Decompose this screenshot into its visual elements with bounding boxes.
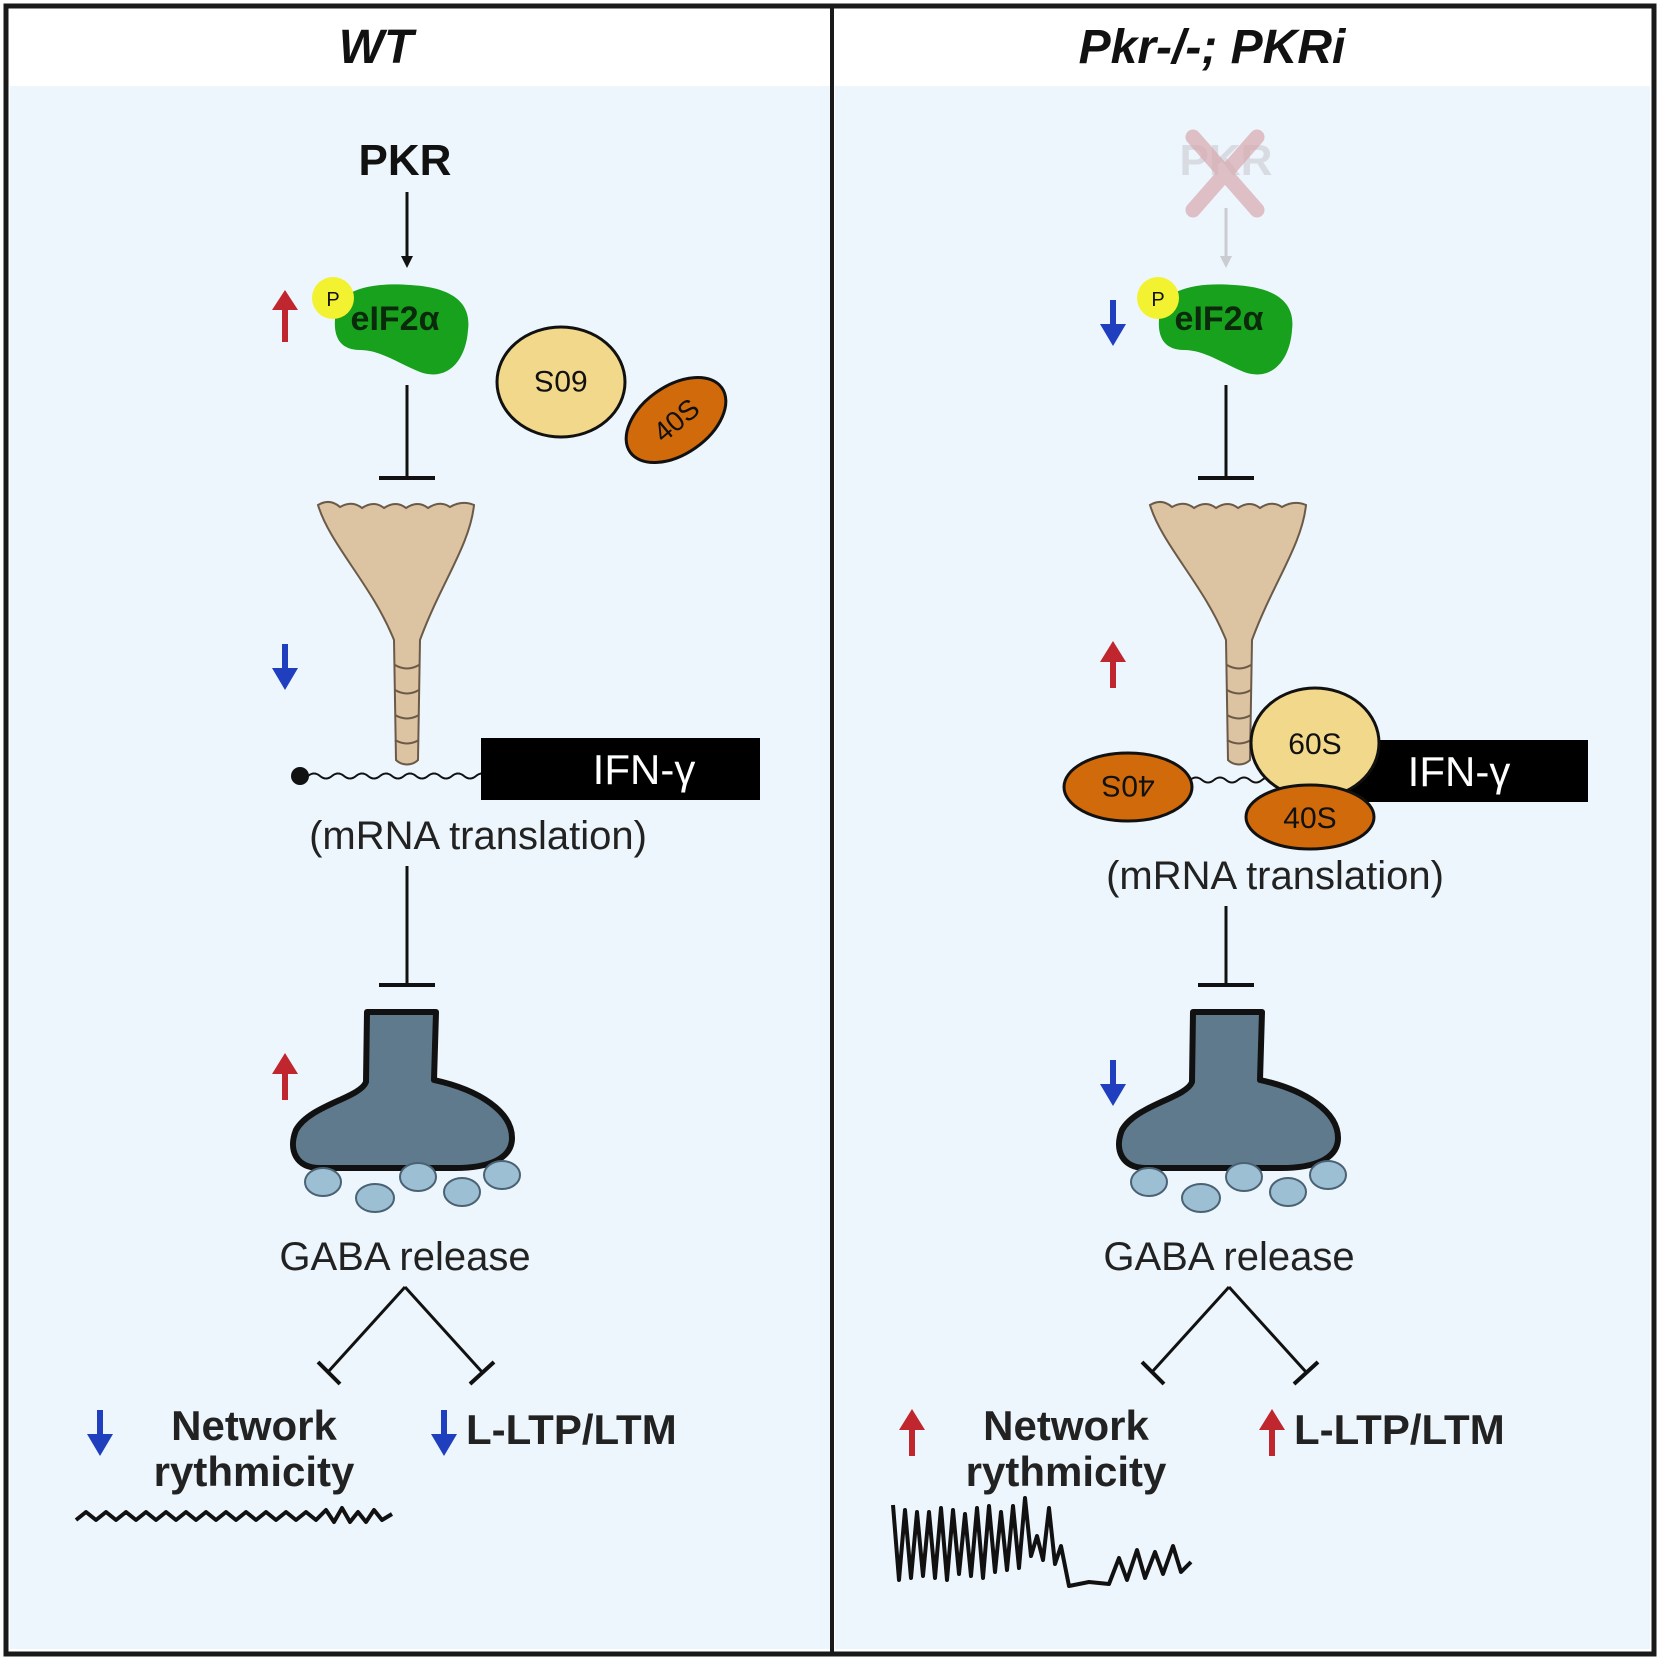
right-panel-title: Pkr-/-; PKRi (1079, 21, 1347, 74)
pkr-label: PKR (359, 136, 452, 185)
ltp-ltm-label: L-LTP/LTM (1294, 1406, 1505, 1453)
60s-label: 60S (1288, 728, 1341, 761)
40s-label: 40S (1283, 802, 1336, 835)
ltp-ltm-label: L-LTP/LTM (466, 1406, 677, 1453)
rhythmicity-label: rythmicity (154, 1448, 355, 1495)
network-label: Network (171, 1402, 337, 1449)
inhibition-bar (468, 1360, 496, 1386)
mrna-cap (291, 767, 309, 785)
eif2a-protein: eIF2α (1158, 284, 1293, 375)
down-arrow-icon (1100, 1060, 1126, 1106)
inhibited-x-icon (1185, 129, 1265, 218)
branch-lines (326, 1285, 484, 1374)
down-arrow-icon (272, 644, 298, 690)
mrna-translation-label: (mRNA translation) (309, 814, 647, 858)
phospho-label: P (326, 289, 339, 311)
phospho-label: P (1151, 289, 1164, 311)
up-arrow-icon (1259, 1409, 1285, 1456)
ribosome-60s: 60S (495, 325, 627, 439)
phospho-group: P (312, 277, 354, 319)
gaba-release-label: GABA release (1103, 1235, 1354, 1279)
rhythmicity-label: rythmicity (966, 1448, 1167, 1495)
down-arrow-icon (431, 1410, 457, 1456)
eif2a-protein: eIF2α (334, 284, 469, 375)
mrna-funnel (316, 501, 476, 766)
ribosome-40s: 40S (624, 375, 728, 465)
presynaptic-terminal (1116, 1009, 1341, 1171)
mrna-translation-label: (mRNA translation) (1106, 854, 1444, 898)
phospho-group: P (1137, 277, 1179, 319)
mrna-strand (307, 772, 513, 780)
ifn-gamma-label: IFN-γ (1408, 748, 1511, 795)
gaba-release-label: GABA release (279, 1235, 530, 1279)
40s-label: 40S (1101, 769, 1154, 802)
gaba-vesicles (304, 1160, 521, 1213)
ifn-gamma-box: IFN-γ (481, 738, 760, 800)
up-arrow-icon (899, 1409, 925, 1456)
ribosome-40s-right: 40S (1244, 783, 1376, 851)
left-panel: WT PKR eIF2α P 60S 40S (74, 21, 760, 1524)
high-rhythm-trace (891, 1496, 1193, 1588)
branch-lines (1150, 1285, 1308, 1374)
right-panel: Pkr-/-; PKRi PKR eIF2α P (891, 21, 1588, 1588)
inhibition-bar (1292, 1360, 1320, 1386)
network-label: Network (983, 1402, 1149, 1449)
presynaptic-terminal (290, 1009, 515, 1171)
up-arrow-icon (1100, 641, 1126, 688)
inhibition-bar (1140, 1360, 1166, 1386)
down-arrow-icon (87, 1410, 113, 1456)
ribosome-60s: 60S (1249, 686, 1381, 800)
gaba-vesicles (1130, 1160, 1347, 1213)
ifn-gamma-label: IFN-γ (593, 746, 696, 793)
ribosome-40s-left: 40S (1062, 751, 1194, 823)
down-arrow-icon (1100, 300, 1126, 346)
low-rhythm-trace (74, 1506, 394, 1524)
inhibition-bar (316, 1360, 342, 1386)
60s-label: 60S (534, 364, 587, 397)
eif2a-label: eIF2α (1175, 300, 1264, 338)
up-arrow-icon (272, 1053, 298, 1100)
up-arrow-icon (272, 290, 298, 342)
left-panel-title: WT (339, 21, 417, 74)
eif2a-label: eIF2α (351, 300, 440, 338)
mrna-funnel (1148, 501, 1308, 766)
